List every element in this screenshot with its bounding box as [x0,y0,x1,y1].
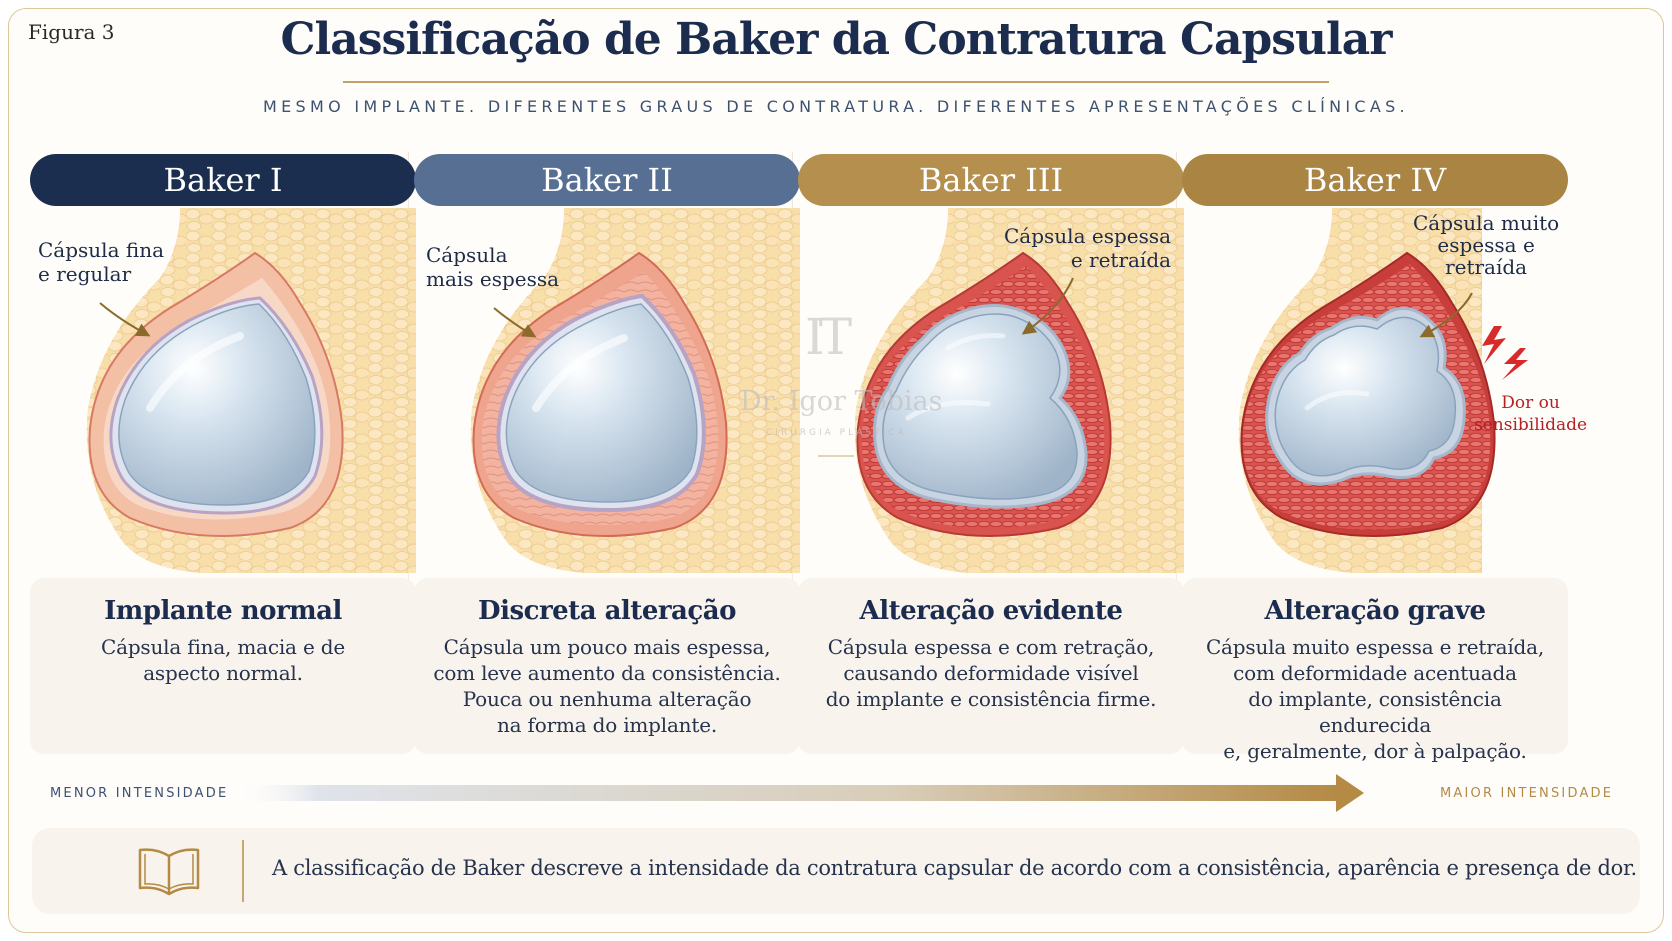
watermark-subtitle: CIRURGIA PLÁSTICA [766,428,907,438]
scale-max-label: MAIOR INTENSIDADE [1440,786,1614,801]
card-desc-baker-2: Cápsula um pouco mais espessa, com leve … [433,635,781,737]
grade-pill-baker-3: Baker III [798,154,1184,206]
card-title-baker-3: Alteração evidente [859,596,1123,626]
footer-note: A classificação de Baker descreve a inte… [32,828,1640,914]
book-icon [138,848,200,896]
pain-bolt-icon [1482,326,1528,380]
watermark-name: Dr. Igor Tobias [740,386,943,417]
grade-pill-baker-2: Baker II [414,154,800,206]
illustration-baker-2 [470,208,800,573]
watermark-monogram: IT [805,308,852,366]
card-desc-baker-4: Cápsula muito espessa e retraída, com de… [1205,635,1545,763]
watermark-rule [818,455,854,457]
card-baker-1: Implante normal Cápsula fina, macia e de… [30,578,416,754]
callout-baker-3: Cápsula espessa e retraída [1004,224,1172,272]
figure-label: Figura 3 [28,20,115,44]
footer-separator [242,840,244,902]
card-title-baker-1: Implante normal [104,596,342,626]
callout-baker-4: Cápsula muito espessa e retraída [1413,211,1560,279]
card-desc-baker-3: Cápsula espessa e com retração, causando… [825,635,1157,711]
card-baker-4: Alteração grave Cápsula muito espessa e … [1182,578,1568,763]
illustration-baker-4 [1238,208,1528,573]
grade-pill-baker-1: Baker I [30,154,416,206]
pain-note: Dor ou sensibilidade [1474,393,1588,435]
page-subtitle: MESMO IMPLANTE. DIFERENTES GRAUS DE CONT… [263,97,1409,116]
card-baker-2: Discreta alteração Cápsula um pouco mais… [414,578,800,754]
footer-text: A classificação de Baker descreve a inte… [272,856,1637,880]
card-baker-3: Alteração evidente Cápsula espessa e com… [798,578,1184,754]
title-underline [343,81,1329,83]
card-desc-baker-1: Cápsula fina, macia e de aspecto normal. [101,635,345,685]
callout-baker-1: Cápsula fina e regular [38,238,164,286]
scale-min-label: MENOR INTENSIDADE [50,786,229,801]
card-title-baker-2: Discreta alteração [478,596,736,626]
page-title: Classificação de Baker da Contratura Cap… [280,14,1393,65]
grade-pill-baker-4: Baker IV [1182,154,1568,206]
intensity-arrow [230,774,1364,812]
callout-baker-2: Cápsula mais espessa [426,243,560,291]
illustration-baker-1 [86,208,416,573]
card-title-baker-4: Alteração grave [1264,596,1486,626]
illustration-baker-3 [854,208,1184,573]
